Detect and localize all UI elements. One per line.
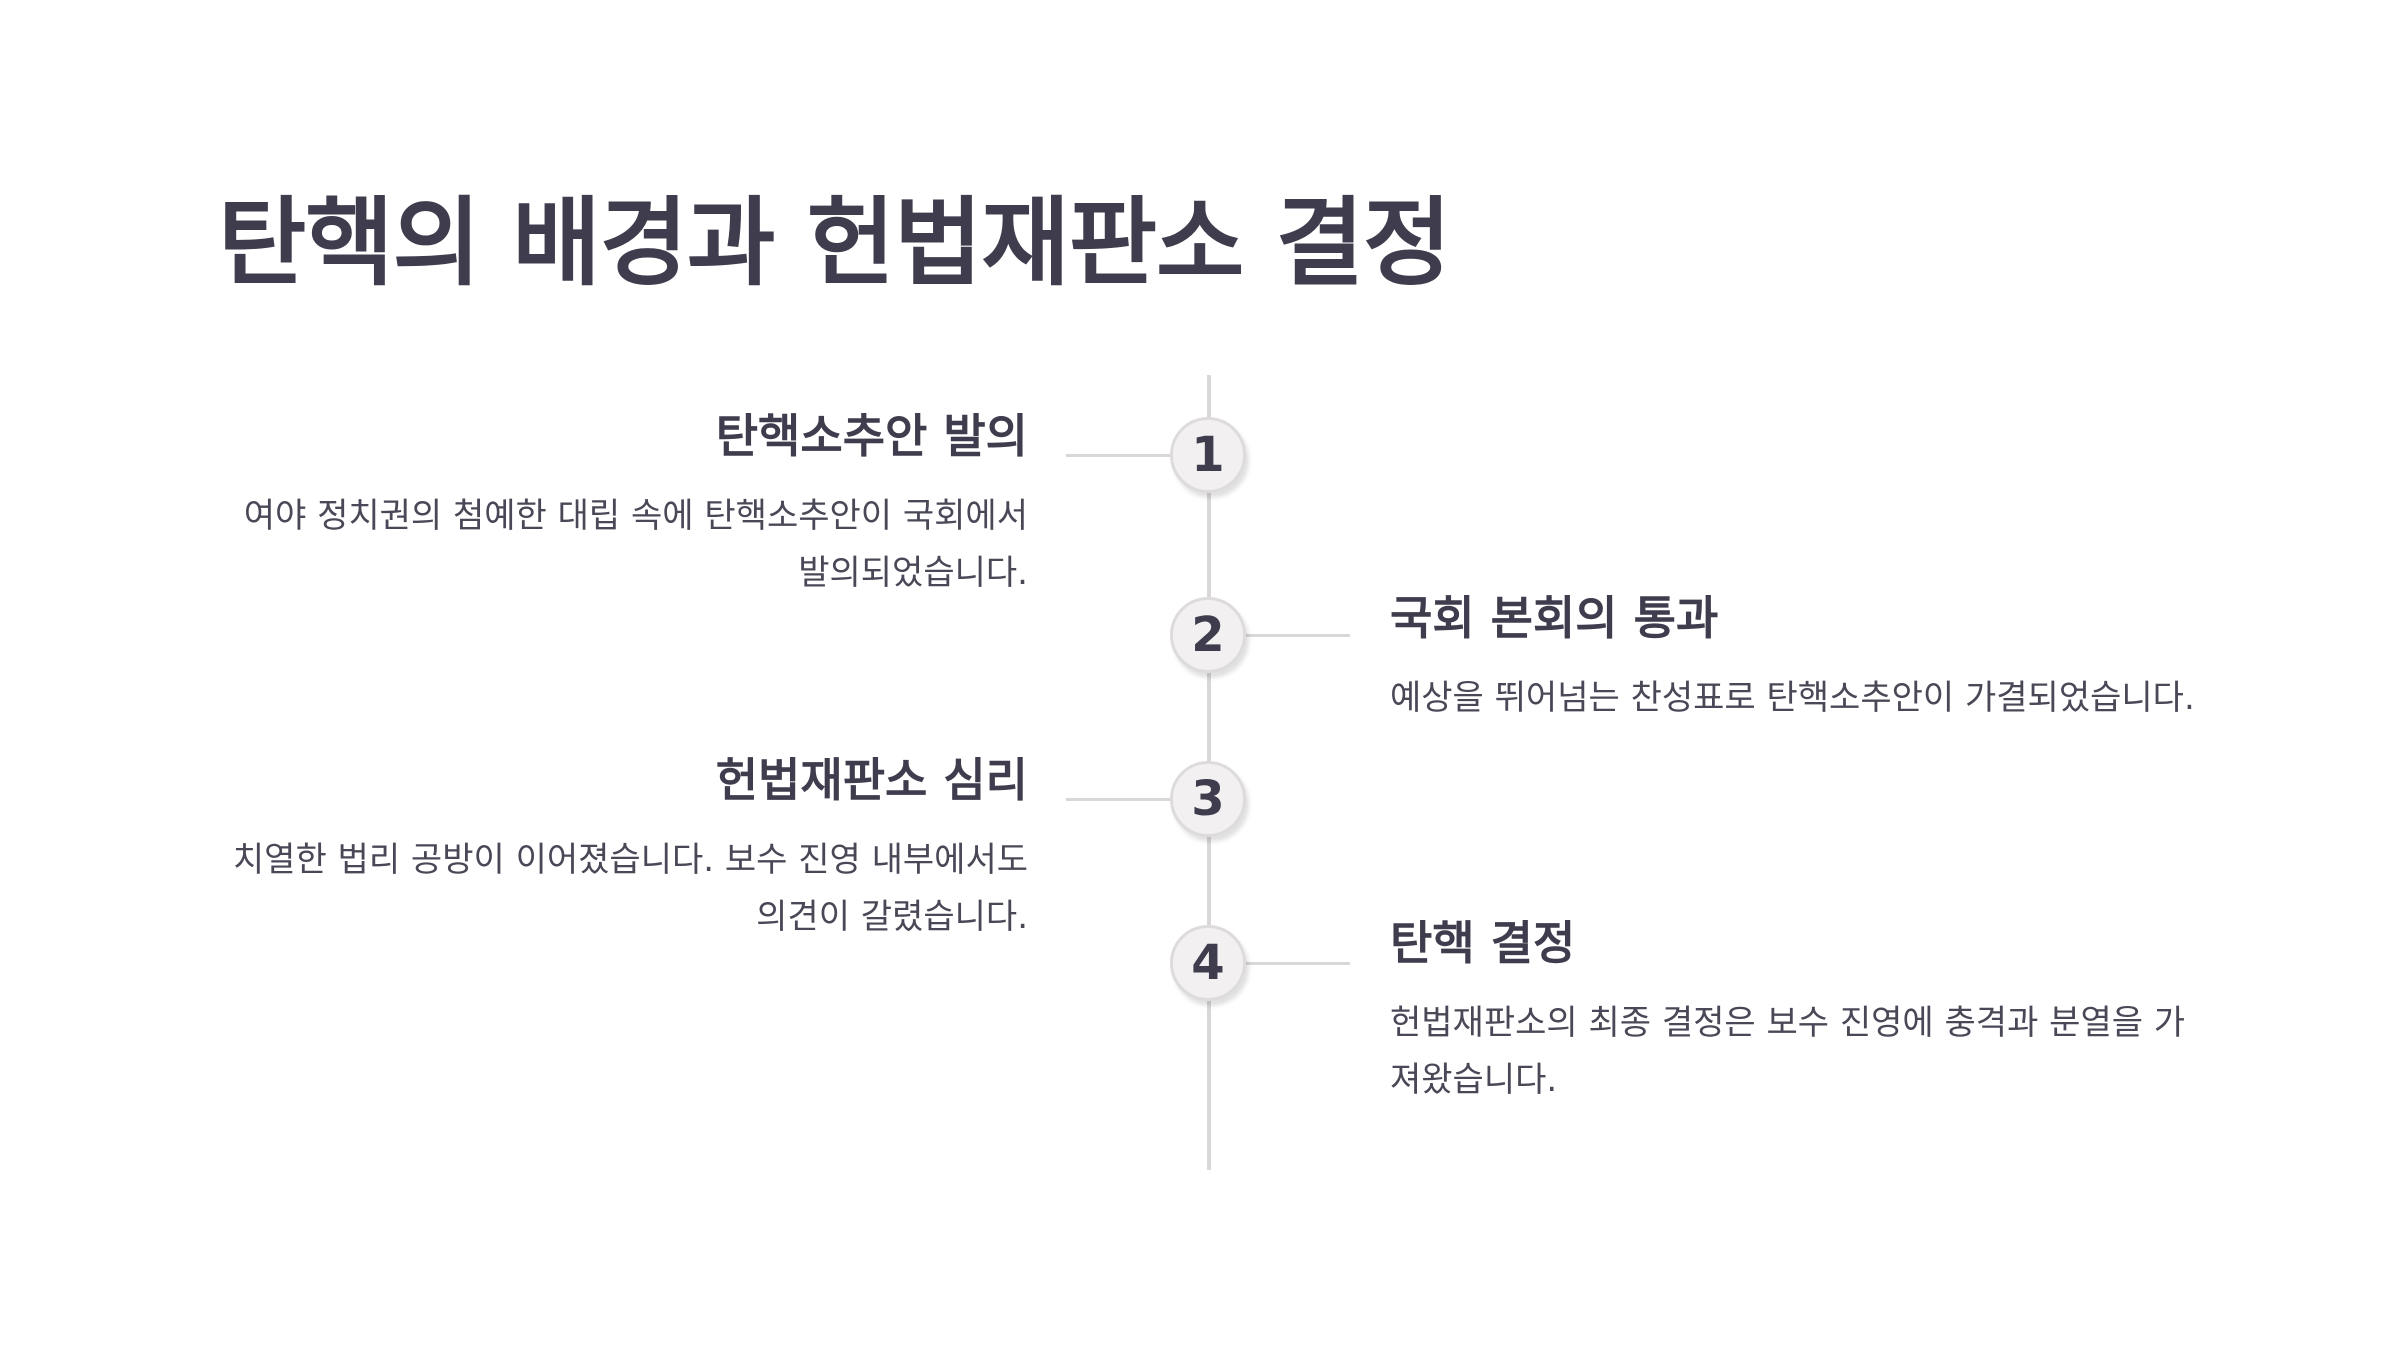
timeline-event-1: 탄핵소추안 발의 여야 정치권의 첨예한 대립 속에 탄핵소추안이 국회에서 발… [218,406,1028,602]
timeline-node-1: 1 [1170,417,1246,493]
event-title: 탄핵 결정 [1390,916,1576,970]
event-title: 탄핵소추안 발의 [715,409,1028,463]
timeline-node-4: 4 [1170,925,1246,1001]
node-number: 2 [1191,607,1225,663]
timeline-node-3: 3 [1170,761,1246,837]
event-title: 국회 본회의 통과 [1390,591,1719,645]
timeline-node-2: 2 [1170,597,1246,673]
connector-3 [1066,798,1170,801]
connector-2 [1246,634,1350,637]
event-description: 헌법재판소의 최종 결정은 보수 진영에 충격과 분열을 가져왔습니다. [1390,1003,2186,1100]
connector-1 [1066,454,1170,457]
connector-4 [1246,962,1350,965]
event-description: 예상을 뛰어넘는 찬성표로 탄핵소추안이 가결되었습니다. [1390,678,2195,718]
slide-title: 탄핵의 배경과 헌법재판소 결정 [218,187,1451,299]
node-number: 3 [1191,771,1225,827]
timeline-event-3: 헌법재판소 심리 치열한 법리 공방이 이어졌습니다. 보수 진영 내부에서도 … [218,750,1028,946]
event-description: 치열한 법리 공방이 이어졌습니다. 보수 진영 내부에서도 의견이 갈렸습니다… [232,840,1028,937]
timeline-event-2: 국회 본회의 통과 예상을 뛰어넘는 찬성표로 탄핵소추안이 가결되었습니다. [1390,588,2200,727]
timeline-event-4: 탄핵 결정 헌법재판소의 최종 결정은 보수 진영에 충격과 분열을 가져왔습니… [1390,913,2200,1109]
node-number: 4 [1191,935,1225,991]
event-title: 헌법재판소 심리 [715,753,1028,807]
node-number: 1 [1191,427,1225,483]
event-description: 여야 정치권의 첨예한 대립 속에 탄핵소추안이 국회에서 발의되었습니다. [243,496,1028,593]
